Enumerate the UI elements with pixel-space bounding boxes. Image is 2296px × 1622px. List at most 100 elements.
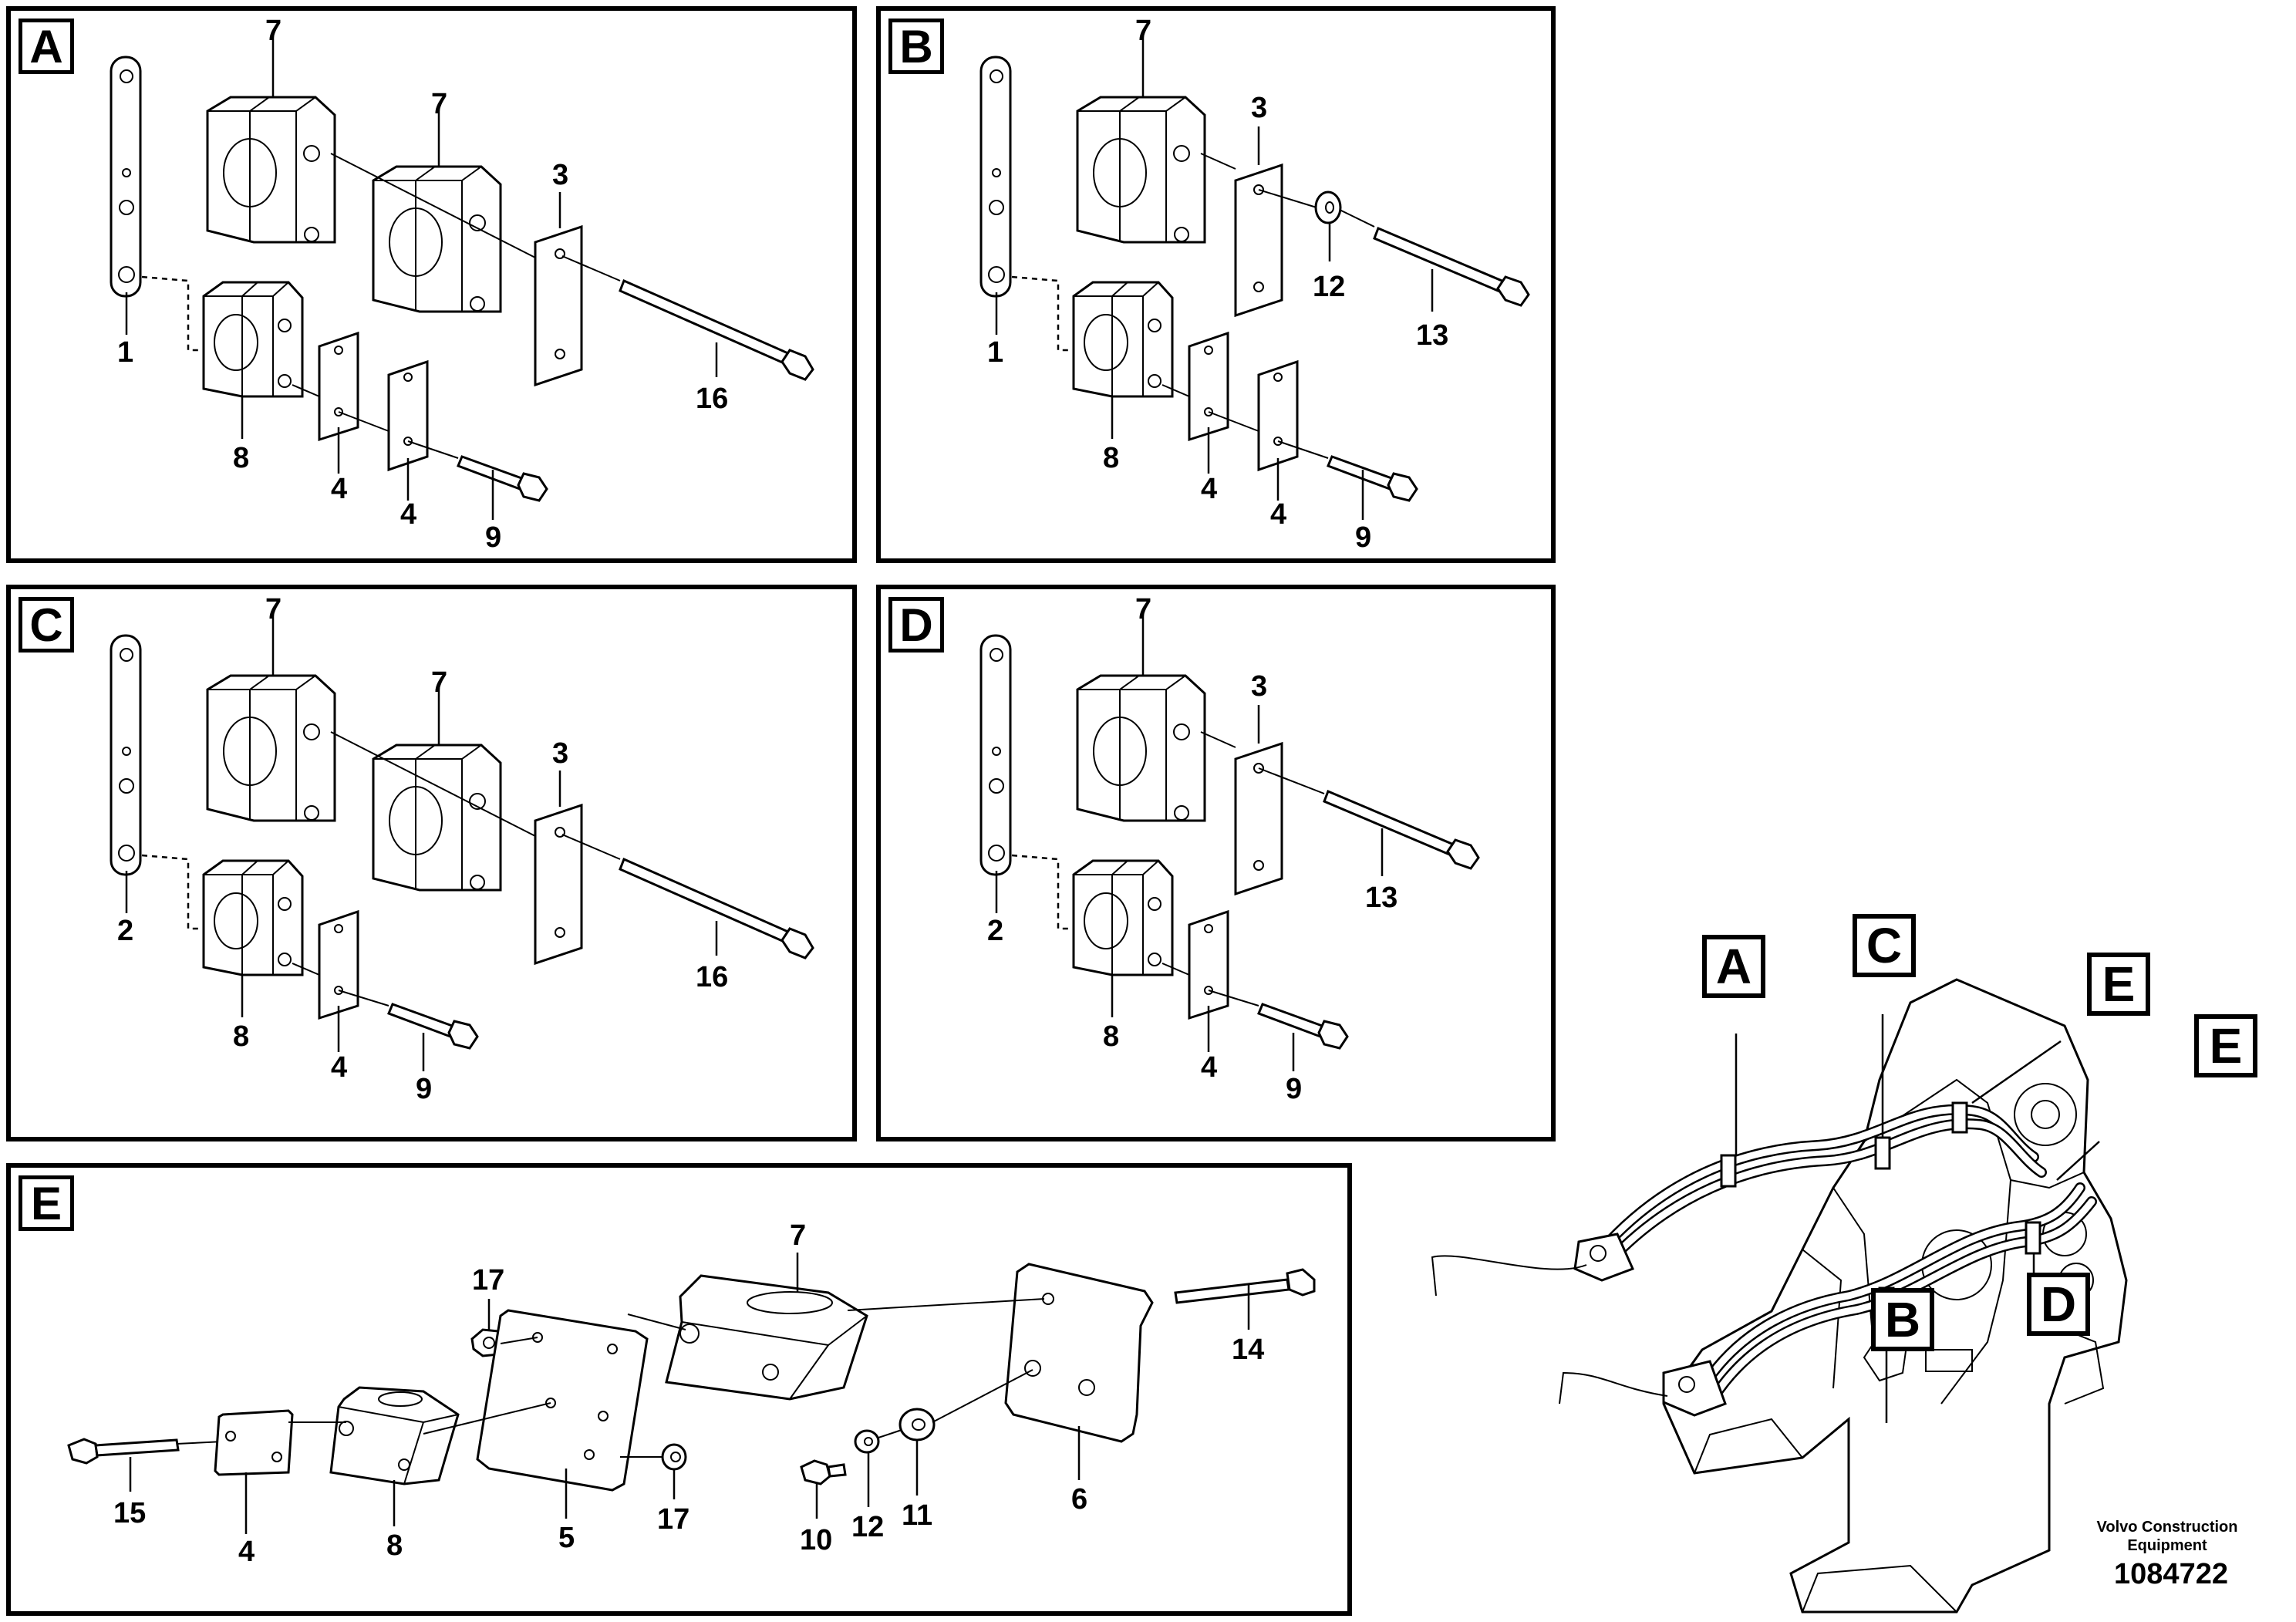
label-4: 4: [238, 1536, 255, 1568]
plate-part-1: [979, 56, 1012, 298]
bolt-part-10: [800, 1459, 847, 1485]
panel-a: A: [6, 6, 857, 563]
plate-part-1: [110, 56, 142, 298]
overview-callout-b: B: [1871, 1288, 1934, 1351]
label-4: 4: [1201, 1051, 1217, 1084]
overview-callout-c: C: [1853, 914, 1916, 977]
brand-line-1: Volvo Construction: [2096, 1519, 2238, 1536]
panel-c-drawing: 7 7 3 2 16 8 4 9: [110, 593, 814, 1105]
label-9: 9: [1355, 521, 1371, 554]
valve-left: [1573, 1233, 1635, 1282]
clamp-part-8: [329, 1386, 460, 1485]
panel-d-label: D: [888, 597, 944, 653]
panel-c: C: [6, 585, 857, 1141]
panel-a-drawing: 7 7 3 1 16 8 4 4 9: [110, 15, 814, 554]
clamp-part-7a: [206, 674, 336, 822]
plate-part-2: [979, 634, 1012, 876]
plate-part-4: [214, 1409, 294, 1476]
bolt-part-14: [847, 1268, 1316, 1311]
plate-part-4a: [318, 331, 359, 442]
label-1: 1: [117, 336, 133, 369]
hose-bundle-upper: [1596, 1104, 2047, 1266]
clamp-part-7: [1076, 674, 1206, 822]
panel-d-drawing: 7 3 13 2 8 4 9: [979, 593, 1480, 1105]
label-9: 9: [485, 521, 501, 554]
label-10: 10: [800, 1524, 832, 1556]
clamp-part-7: [1076, 96, 1206, 244]
label-4: 4: [1201, 473, 1217, 505]
panel-e-drawing: 17 7 14 15 4 8 5 17 10 12 11 6: [67, 1219, 1316, 1568]
label-15: 15: [113, 1497, 146, 1529]
hose-clamp-e1: [1951, 1101, 1968, 1134]
label-1: 1: [987, 336, 1003, 369]
hose-clamp-a: [1720, 1154, 1737, 1188]
figure-number: 1084722: [2114, 1558, 2228, 1590]
label-7: 7: [431, 666, 447, 699]
nut-part-17b: [661, 1443, 687, 1471]
washer-part-12: [1314, 191, 1342, 224]
panel-b-drawing: 7 3 12 13 1 8 4 4 9: [979, 15, 1530, 554]
plate-part-4b: [1257, 359, 1299, 472]
hose-clamp-d: [2025, 1221, 2041, 1255]
label-2: 2: [117, 915, 133, 947]
plate-part-3: [534, 224, 583, 387]
label-17: 17: [657, 1503, 689, 1536]
overview-callout-a: A: [1702, 935, 1765, 998]
bolt-part-16: [330, 153, 814, 381]
clamp-part-8: [202, 281, 304, 398]
hose-clamp-c: [1874, 1136, 1891, 1170]
plate-part-3: [534, 803, 583, 966]
plate-part-5: [476, 1309, 649, 1492]
panel-b: B: [876, 6, 1556, 563]
plate-part-2: [110, 634, 142, 876]
label-3: 3: [1251, 92, 1267, 124]
clamp-part-7b: [372, 165, 502, 313]
label-13: 13: [1416, 319, 1448, 352]
label-3: 3: [1251, 670, 1267, 703]
panel-e-label: E: [19, 1175, 74, 1231]
label-5: 5: [558, 1522, 575, 1554]
label-8: 8: [233, 1020, 249, 1053]
label-11: 11: [902, 1499, 932, 1532]
clamp-part-8: [1072, 859, 1174, 976]
label-7: 7: [265, 593, 282, 626]
label-7: 7: [431, 88, 447, 120]
label-3: 3: [552, 737, 568, 770]
bolt-part-9: [292, 963, 479, 1050]
valve-right: [1662, 1360, 1727, 1417]
label-3: 3: [552, 159, 568, 191]
overview-callout-d: D: [2027, 1273, 2090, 1336]
label-8: 8: [1103, 1020, 1119, 1053]
bolt-part-13: [1200, 731, 1480, 870]
plate-part-3: [1234, 163, 1283, 318]
label-2: 2: [987, 915, 1003, 947]
label-8: 8: [233, 442, 249, 474]
label-4: 4: [1270, 498, 1286, 531]
label-4: 4: [331, 473, 347, 505]
bolt-part-16: [330, 731, 814, 959]
label-7: 7: [790, 1219, 806, 1252]
label-9: 9: [1286, 1073, 1302, 1105]
plate-part-4a: [1188, 331, 1229, 442]
label-4: 4: [331, 1051, 347, 1084]
machine-overview-drawing: [1431, 978, 2128, 1614]
panel-b-label: B: [888, 19, 944, 74]
label-17: 17: [472, 1264, 504, 1297]
label-8: 8: [386, 1529, 403, 1562]
overview-callout-e: E: [2194, 1014, 2257, 1077]
label-9: 9: [416, 1073, 432, 1105]
label-16: 16: [696, 383, 728, 415]
plate-part-3: [1234, 741, 1283, 896]
clamp-part-7a: [206, 96, 336, 244]
brand-line-2: Equipment: [2127, 1537, 2207, 1554]
panel-c-label: C: [19, 597, 74, 653]
washer-part-12: [854, 1429, 880, 1454]
overview-callout-e: E: [2087, 953, 2150, 1016]
hose-bundle-lower: [1697, 1182, 2097, 1403]
panel-d: D: [876, 585, 1556, 1141]
label-7: 7: [1135, 15, 1151, 47]
label-14: 14: [1232, 1334, 1264, 1366]
clamp-part-7: [665, 1274, 868, 1401]
panel-a-label: A: [19, 19, 74, 74]
wire-left: [1431, 1255, 1587, 1297]
